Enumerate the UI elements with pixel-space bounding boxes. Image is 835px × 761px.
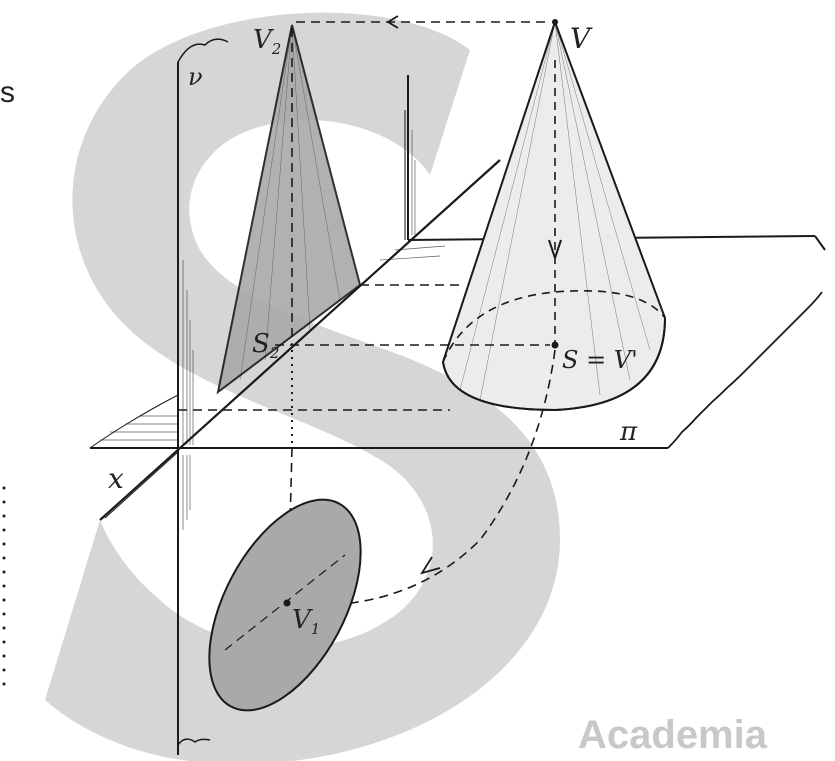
cone [441,18,667,412]
label-pi: π [619,417,638,447]
watermark-text: Academia [578,713,768,757]
label-nu: ν [188,63,203,91]
edge-text-top: s [0,76,15,109]
label-v1: V1 [292,605,320,638]
label-v: V [570,22,593,55]
ellipse-projection-v1 [208,498,362,712]
x-axis-line [99,159,501,521]
label-s-eq-v-prime: S = V' [562,346,638,374]
watermark-s-logo [45,12,560,761]
label-x-axis: x [108,462,124,495]
label-s2: S2 [252,329,279,362]
label-v2: V2 [253,25,281,58]
vertical-plane [177,38,416,755]
left-edge-dots [2,486,6,686]
triangle-projection-v2 [216,24,362,395]
